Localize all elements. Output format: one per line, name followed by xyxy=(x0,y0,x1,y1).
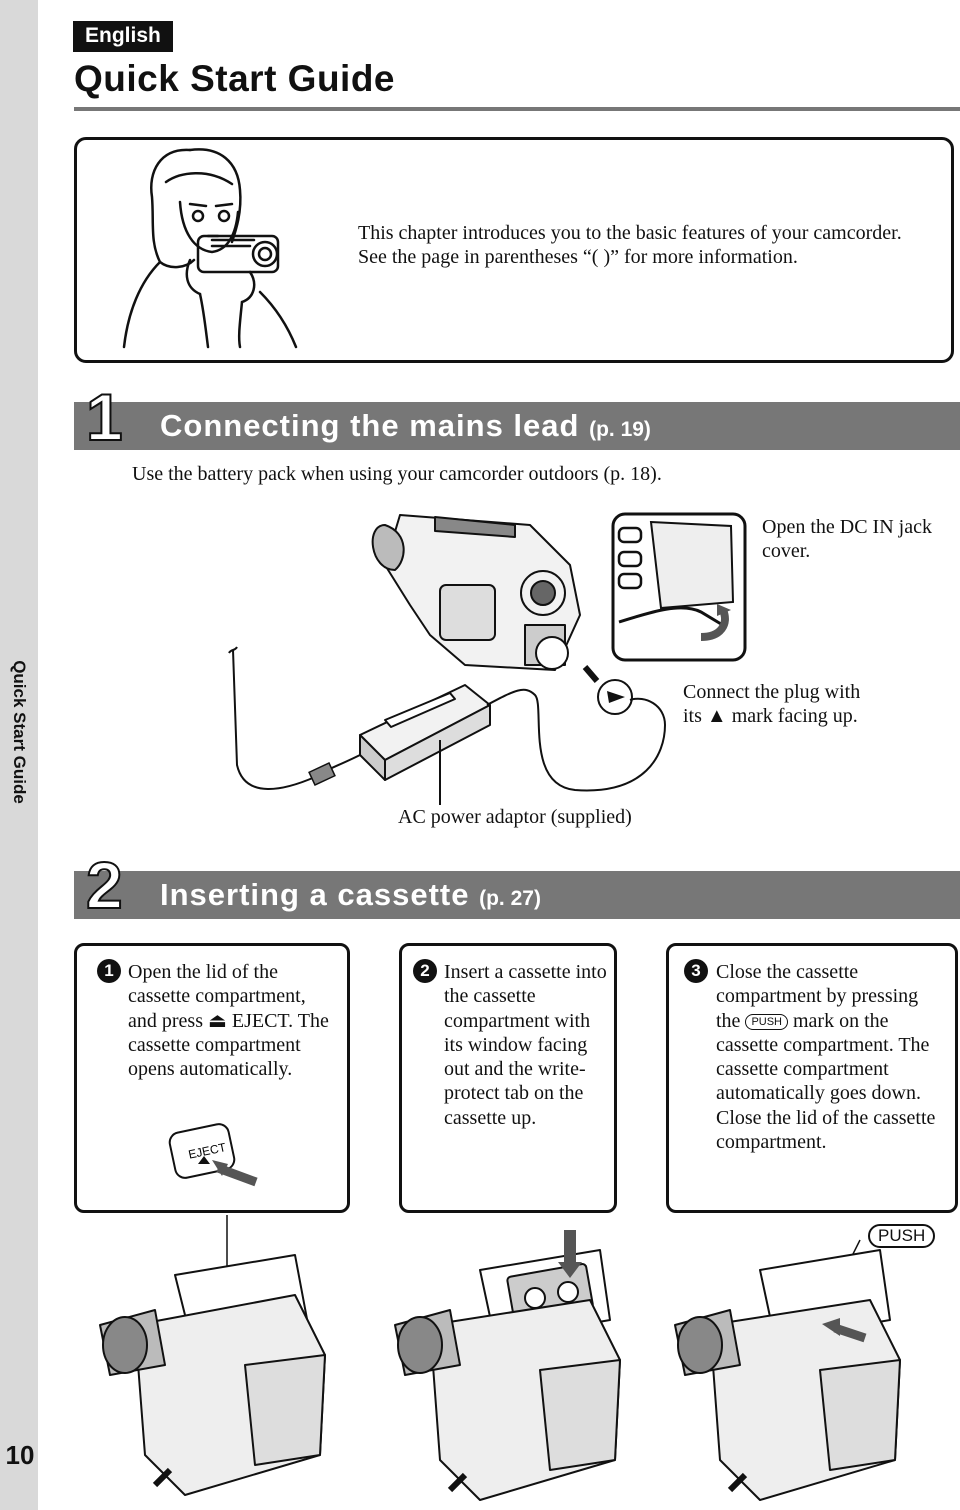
step-3-text: Close the cassette compartment by pressi… xyxy=(716,961,936,1154)
section-1-subtitle: Use the battery pack when using your cam… xyxy=(132,463,662,485)
step-1-number: 1 xyxy=(97,959,121,983)
camcorder-close-cassette-illustration xyxy=(674,1239,901,1501)
step-2-box xyxy=(399,943,617,1213)
step-3-box xyxy=(666,943,958,1213)
step-2-number: 2 xyxy=(413,959,437,983)
step-3-number: 3 xyxy=(684,959,708,983)
dc-in-jack-inset xyxy=(611,512,747,662)
section-1-number: 1 xyxy=(85,380,124,454)
camcorder-insert-cassette-illustration xyxy=(394,1230,621,1501)
callout-plug: Connect the plug with its ▲ mark facing … xyxy=(683,681,861,727)
page-number: 10 xyxy=(5,1440,35,1470)
sidebar-strip xyxy=(0,0,38,1510)
section-2-number: 2 xyxy=(85,848,124,922)
camcorder-lid-open-illustration xyxy=(99,1215,326,1496)
intro-text: This chapter introduces you to the basic… xyxy=(358,222,902,268)
step-2-text: Insert a cassette into the cassette comp… xyxy=(444,961,607,1129)
eject-key-illustration: EJECT xyxy=(168,1123,258,1187)
title-rule xyxy=(74,107,960,111)
section-1-bar xyxy=(74,402,960,450)
push-key-inline: PUSH xyxy=(745,1013,788,1030)
language-badge: English xyxy=(73,21,173,52)
section-2-title: Inserting a cassette (p. 27) xyxy=(160,877,541,912)
push-mark-label: PUSH xyxy=(868,1224,936,1248)
section-1-title: Connecting the mains lead (p. 19) xyxy=(160,408,651,443)
page-title: Quick Start Guide xyxy=(74,58,396,99)
callout-adaptor: AC power adaptor (supplied) xyxy=(398,806,632,828)
intro-box xyxy=(74,137,954,363)
step-1-text: Open the lid of the cassette compartment… xyxy=(128,961,329,1081)
callout-dc-in: Open the DC IN jack cover. xyxy=(762,516,932,562)
sidebar-label: Quick Start Guide xyxy=(10,660,29,804)
woman-with-camcorder-illustration xyxy=(122,148,298,349)
camcorder-and-adaptor-illustration xyxy=(228,514,667,805)
section-2-bar xyxy=(74,871,960,919)
step-1-box xyxy=(74,943,350,1213)
